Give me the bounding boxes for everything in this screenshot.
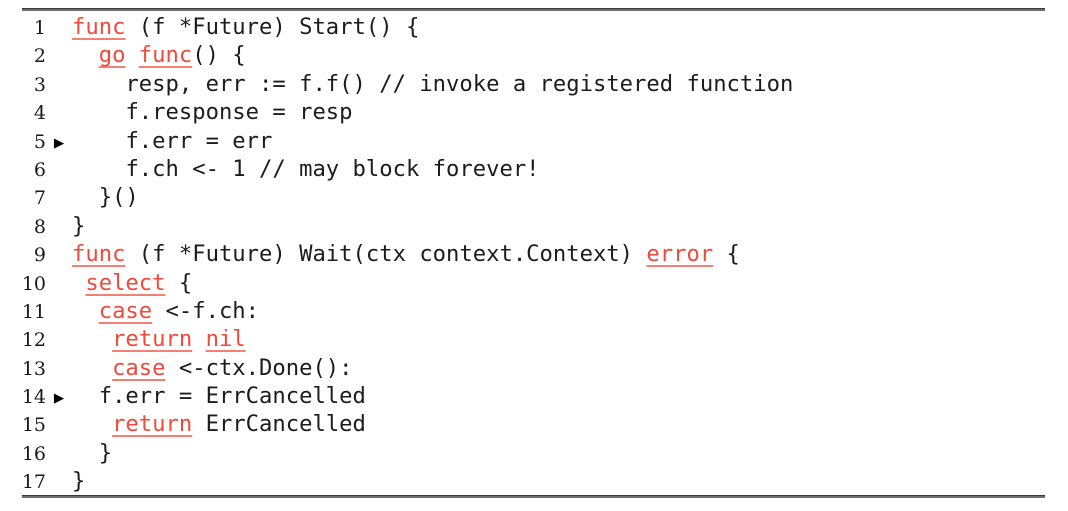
code-indent: [72, 156, 125, 182]
code-token: f.err = err: [125, 127, 273, 154]
line-number: 15: [21, 414, 46, 437]
code-line: 2 go func() {: [0, 41, 1068, 69]
code-indent: [72, 42, 99, 68]
code-token: (f *Future) Start() {: [125, 14, 420, 40]
line-marker-triangle-icon: ▶: [53, 132, 65, 153]
code-text: return nil: [72, 325, 1068, 353]
code-token: f.ch <- 1 // may block forever!: [125, 155, 540, 182]
code-indent: [72, 128, 125, 154]
code-line: 10 select {: [0, 269, 1068, 297]
code-line: 14 ▶ f.err = ErrCancelled: [0, 382, 1068, 410]
code-keyword: error: [646, 241, 714, 268]
code-text: func (f *Future) Start() {: [72, 13, 1068, 41]
code-keyword: case: [98, 297, 153, 324]
code-indent: [72, 440, 99, 466]
code-line: 8}: [0, 212, 1068, 240]
line-number: 6: [33, 158, 46, 181]
code-text: resp, err := f.f() // invoke a registere…: [72, 70, 1068, 98]
code-indent: [72, 71, 125, 97]
line-number: 4: [33, 102, 46, 125]
line-marker-triangle-icon: ▶: [53, 388, 65, 409]
code-text: case <-ctx.Done():: [72, 354, 1068, 382]
line-number: 17: [21, 471, 46, 494]
code-keyword: select: [85, 269, 166, 296]
code-text: f.response = resp: [72, 98, 1068, 126]
code-indent: [72, 383, 99, 409]
code-keyword: func: [72, 241, 126, 268]
code-line: 6 f.ch <- 1 // may block forever!: [0, 155, 1068, 183]
code-text: }: [72, 212, 1068, 240]
code-text: go func() {: [72, 41, 1068, 69]
code-token: [125, 42, 138, 68]
code-line: 7 }(): [0, 183, 1068, 211]
code-indent: [72, 99, 125, 125]
listing-top-rule: [22, 8, 1045, 11]
code-indent: [72, 326, 112, 352]
line-number: 11: [21, 300, 46, 323]
code-text: func (f *Future) Wait(ctx context.Contex…: [72, 240, 1068, 268]
code-keyword: func: [138, 42, 193, 69]
code-keyword: return: [112, 326, 193, 353]
code-line: 15 return ErrCancelled: [0, 410, 1068, 438]
code-text: f.ch <- 1 // may block forever!: [72, 155, 1068, 183]
code-token: () {: [192, 42, 246, 69]
code-indent: [72, 298, 99, 324]
listing-bottom-rule: [22, 495, 1045, 498]
code-text: select {: [72, 269, 1068, 297]
code-token: }: [72, 212, 86, 239]
line-number: 2: [33, 45, 46, 68]
line-number: 1: [33, 17, 46, 39]
code-indent: [72, 355, 112, 381]
line-number: 16: [21, 442, 46, 465]
code-indent: [72, 270, 85, 296]
code-token: {: [165, 269, 193, 296]
line-number: 14: [21, 386, 46, 409]
line-number: 13: [21, 357, 46, 380]
line-number: 9: [33, 244, 46, 267]
line-number: 10: [21, 272, 46, 295]
code-line: 9 func (f *Future) Wait(ctx context.Conte…: [0, 240, 1068, 268]
code-text: }(): [72, 183, 1068, 211]
code-token: {: [713, 241, 740, 268]
code-token: resp, err := f.f() // invoke a registere…: [125, 70, 794, 97]
code-token: }(): [98, 184, 139, 211]
code-text: }: [72, 439, 1068, 467]
line-number: 5: [33, 130, 46, 153]
code-keyword: return: [112, 411, 193, 438]
code-keyword: go: [98, 42, 126, 69]
code-keyword: func: [72, 14, 126, 40]
code-line: 12 return nil: [0, 325, 1068, 353]
code-line: 11 case <-f.ch:: [0, 297, 1068, 325]
code-token: }: [98, 439, 113, 466]
code-token: <-f.ch:: [152, 297, 260, 324]
code-text: case <-f.ch:: [72, 297, 1068, 325]
code-line: 16 }: [0, 439, 1068, 467]
line-number: 7: [33, 187, 46, 210]
code-text: }: [72, 467, 1068, 495]
code-line: 1 func (f *Future) Start() {: [0, 13, 1068, 41]
code-text: f.err = ErrCancelled: [72, 382, 1068, 410]
code-text: return ErrCancelled: [72, 410, 1068, 438]
code-line: 4 f.response = resp: [0, 98, 1068, 126]
code-line: 13 case <-ctx.Done():: [0, 354, 1068, 382]
code-indent: [72, 184, 99, 210]
code-token: f.response = resp: [125, 99, 353, 126]
line-number: 12: [21, 329, 46, 352]
code-token: (f *Future) Wait(ctx context.Context): [125, 241, 647, 268]
code-token: ErrCancelled: [192, 411, 366, 438]
code-line: 5 ▶ f.err = err: [0, 127, 1068, 155]
code-text: f.err = err: [72, 127, 1068, 155]
code-keyword: case: [112, 354, 166, 381]
line-number: 8: [33, 215, 46, 238]
line-number: 3: [33, 73, 46, 96]
code-token: }: [72, 468, 86, 495]
code-line: 17}: [0, 467, 1068, 495]
code-keyword: nil: [205, 326, 246, 353]
code-token: [192, 326, 205, 352]
code-token: <-ctx.Done():: [165, 354, 353, 381]
code-token: f.err = ErrCancelled: [98, 383, 366, 410]
code-line: 3 resp, err := f.f() // invoke a registe…: [0, 70, 1068, 98]
code-indent: [72, 411, 112, 437]
